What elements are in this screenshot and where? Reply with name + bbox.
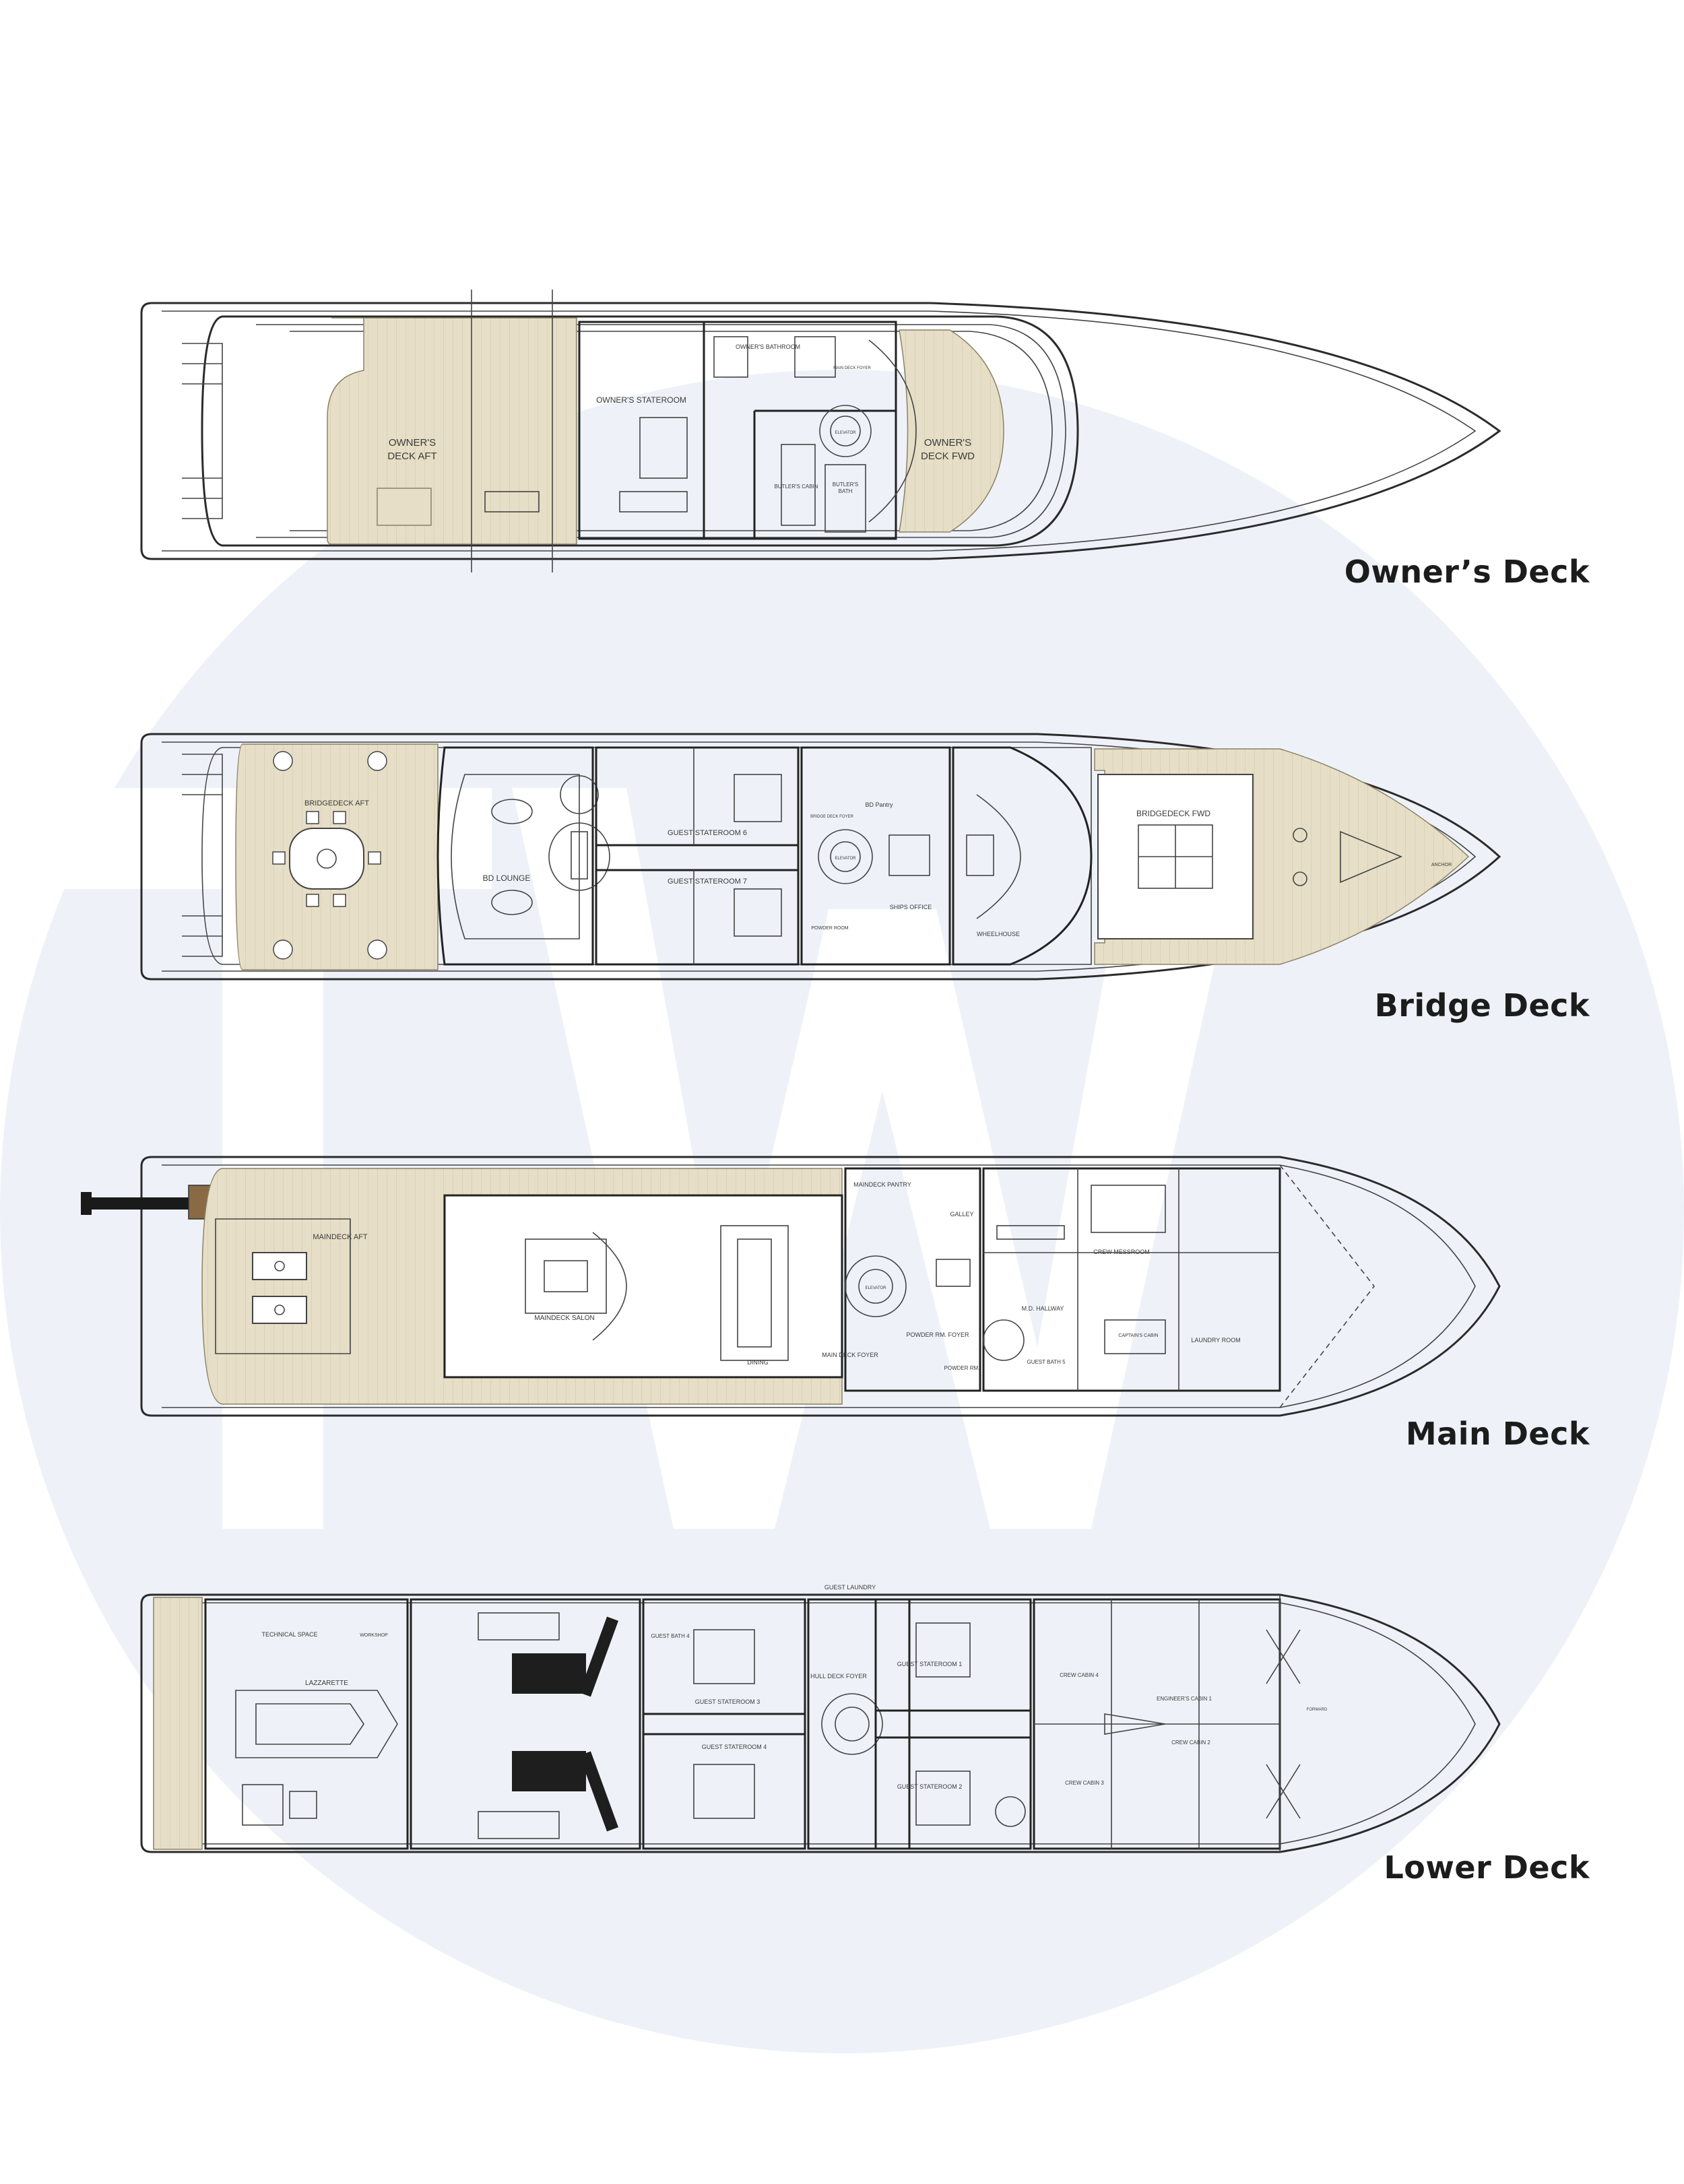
room-label: CREW CABIN 3 (1065, 1780, 1104, 1786)
room-label: LAUNDRY ROOM (1191, 1337, 1240, 1344)
room-label: CREW CABIN 4 (1060, 1672, 1099, 1678)
room-label: CREW MESSROOM (1093, 1249, 1150, 1255)
room-label: M.D. HALLWAY (1022, 1305, 1064, 1312)
room-label: BATH (839, 488, 853, 494)
room-label: FORWARD (1307, 1708, 1328, 1712)
room-label: DECK FWD (921, 451, 975, 462)
room-label: GUEST STATEROOM 7 (668, 878, 747, 886)
main-deck-plan: MAINDECK AFT MAINDECK SALON DINING MAIND… (81, 1156, 1501, 1417)
room-label: SHIPS OFFICE (890, 904, 932, 911)
room-label: WHEELHOUSE (977, 931, 1020, 937)
room-label: GUEST LAUNDRY (824, 1584, 876, 1591)
room-label: CAPTAIN'S CABIN (1118, 1333, 1158, 1338)
bridge-deck-plan: BRIDGEDECK AFT BD LOUNGE GUEST STATEROOM… (140, 733, 1501, 981)
room-label: DECK AFT (387, 451, 436, 462)
room-label: BUTLER'S (833, 482, 858, 488)
room-label: GUEST STATEROOM 3 (695, 1698, 760, 1705)
deck-title-main: Main Deck (1405, 1416, 1590, 1452)
deck-title-lower: Lower Deck (1384, 1849, 1590, 1886)
room-label: ENGINEER'S CABIN 1 (1157, 1696, 1212, 1702)
room-label: MAINDECK AFT (313, 1233, 368, 1241)
room-label: WORKSHOP (360, 1633, 388, 1638)
room-label: ANCHOR (1431, 863, 1452, 867)
room-label: MAIN DECK FOYER (833, 366, 871, 370)
room-label: GUEST STATEROOM 6 (668, 829, 747, 837)
room-label: POWDER RM. FOYER (906, 1331, 969, 1338)
room-label: GUEST STATEROOM 4 (702, 1744, 767, 1750)
room-label: GUEST STATEROOM 2 (897, 1783, 963, 1790)
room-label: OWNER'S (924, 437, 971, 449)
room-label: BRIDGE DECK FOYER (810, 815, 853, 819)
room-label: GUEST BATH 4 (651, 1633, 690, 1639)
deck-title-bridge: Bridge Deck (1374, 987, 1590, 1024)
room-label: POWDER RM. (944, 1365, 980, 1371)
room-label: POWDER ROOM (811, 926, 848, 931)
room-label: OWNER'S BATHROOM (736, 343, 800, 350)
room-label: BRIDGEDECK FWD (1136, 809, 1210, 818)
room-label: DINING (747, 1359, 769, 1366)
room-label: LAZZARETTE (305, 1680, 348, 1687)
room-label: ELEVATOR (835, 857, 856, 861)
room-label: BRIDGEDECK AFT (304, 799, 369, 807)
room-label: BUTLER'S CABIN (774, 484, 818, 490)
room-label: HULL DECK FOYER (810, 1673, 867, 1680)
room-label: MAINDECK PANTRY (853, 1181, 911, 1188)
owners-deck-plan: OWNER'S DECK AFT OWNER'S STATEROOM OWNER… (140, 290, 1501, 572)
room-label: ELEVATOR (835, 431, 856, 435)
room-label: OWNER'S (389, 437, 436, 449)
room-label: MAIN DECK FOYER (822, 1352, 878, 1358)
room-label: GUEST BATH 5 (1027, 1359, 1066, 1365)
lower-deck-plan: GUEST LAUNDRY TECHNICAL SPACE WORKSHOP L… (140, 1584, 1501, 1853)
room-label: BD Pantry (865, 801, 893, 808)
room-label: BD LOUNGE (483, 873, 531, 883)
room-label: ELEVATOR (865, 1286, 886, 1290)
room-label: TECHNICAL SPACE (261, 1631, 317, 1638)
room-label: CREW CABIN 2 (1171, 1740, 1210, 1746)
room-label: GUEST STATEROOM 1 (897, 1661, 963, 1667)
room-label: MAINDECK SALON (534, 1315, 594, 1322)
room-label: GALLEY (950, 1211, 973, 1218)
room-label: OWNER'S STATEROOM (596, 395, 686, 405)
deck-title-owners: Owner’s Deck (1344, 554, 1590, 590)
